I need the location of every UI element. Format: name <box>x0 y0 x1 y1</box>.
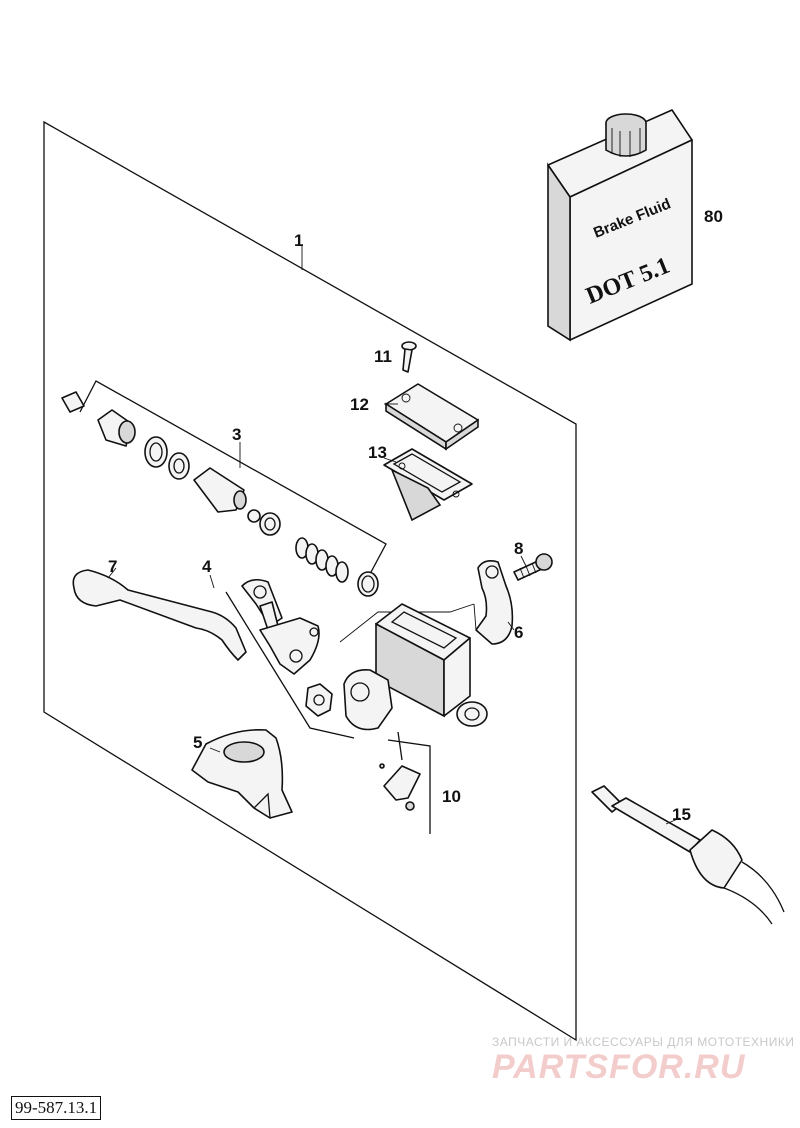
callout-4: 4 <box>202 557 212 576</box>
callout-8: 8 <box>514 539 523 558</box>
part-10-switch <box>379 731 431 834</box>
part-5-cover <box>191 728 293 819</box>
callout-10: 10 <box>442 787 461 806</box>
watermark: ЗАПЧАСТИ И АКСЕССУАРЫ ДЛЯ МОТОТЕХНИКИ PA… <box>492 1035 794 1086</box>
part-3-piston-kit <box>61 380 387 597</box>
callout-7: 7 <box>108 557 117 576</box>
part-8-bolt <box>513 553 553 581</box>
callout-11: 11 <box>374 347 392 366</box>
part-4-pivot-bracket <box>225 578 355 739</box>
callout-3: 3 <box>232 425 241 444</box>
part-6-clamp <box>473 560 514 645</box>
callout-13: 13 <box>368 443 387 462</box>
watermark-tagline: ЗАПЧАСТИ И АКСЕССУАРЫ ДЛЯ МОТОТЕХНИКИ <box>492 1035 794 1049</box>
callout-6: 6 <box>514 623 523 642</box>
callout-80: 80 <box>704 207 723 226</box>
part-12-reservoir-cover <box>385 383 479 451</box>
part-11-screw <box>401 341 417 373</box>
callout-12: 12 <box>350 395 369 414</box>
callout-1: 1 <box>294 231 303 250</box>
callout-5: 5 <box>193 733 202 752</box>
watermark-brand: PARTSFOR.RU <box>492 1048 746 1086</box>
part-7-lever <box>72 569 247 661</box>
callout-15: 15 <box>672 805 691 824</box>
document-number: 99-587.13.1 <box>11 1096 102 1120</box>
master-cylinder-body <box>339 603 488 731</box>
assembly-frame <box>43 120 577 1042</box>
brake-fluid-can: Brake Fluid DOT 5.1 <box>547 109 693 342</box>
leader-lines <box>107 246 681 825</box>
callout-labels: 1 3 4 5 6 7 8 10 11 12 13 15 80 <box>108 207 723 824</box>
part-15-brake-hose <box>591 785 785 925</box>
part-13-diaphragm <box>383 448 473 522</box>
